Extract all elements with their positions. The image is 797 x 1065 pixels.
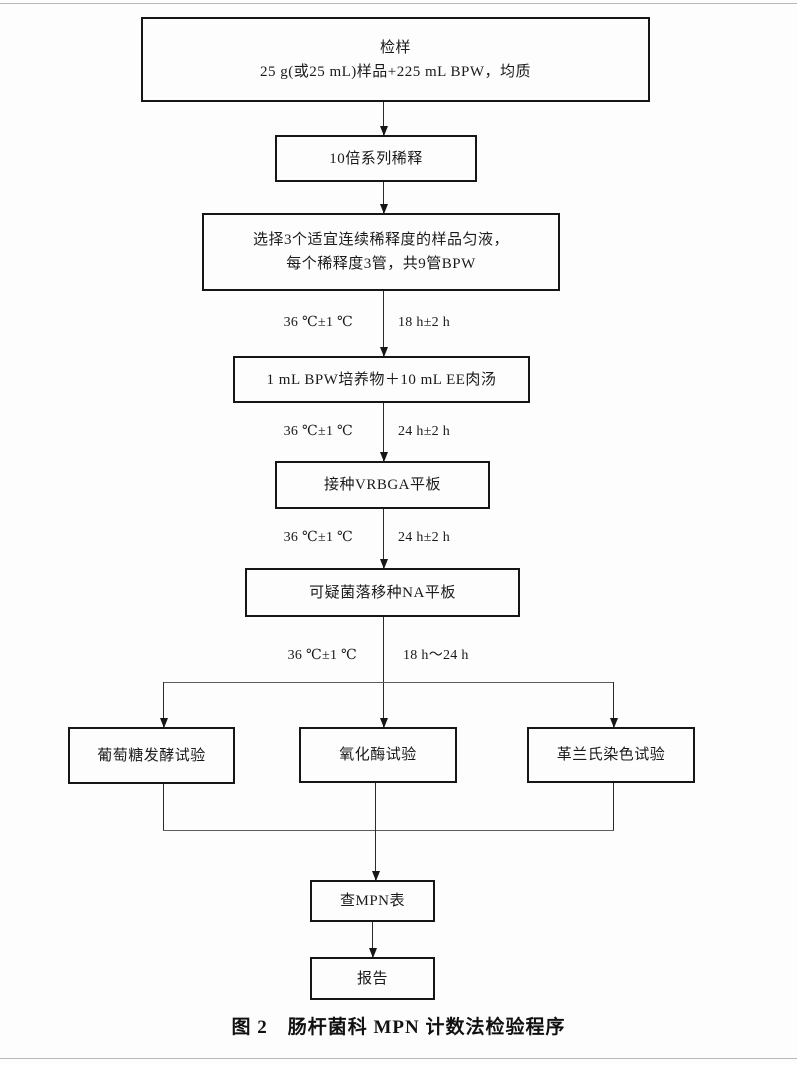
flow-box-select-line2: 每个稀释度3管，共9管BPW: [286, 256, 476, 272]
incubation-time-label-1: 18 h±2 h: [398, 315, 451, 330]
incubation-temp-label-4: 36 ℃±1 ℃: [287, 648, 357, 663]
flow-box-gram-stain-test: 革兰氏染色试验: [527, 727, 695, 783]
flow-box-vrbga-label: 接种VRBGA平板: [323, 477, 441, 493]
incubation-time-label-3: 24 h±2 h: [398, 530, 451, 545]
flow-box-dilution-label: 10倍系列稀释: [329, 150, 423, 167]
incubation-temp-label-1: 36 ℃±1 ℃: [283, 315, 353, 330]
flow-box-enrichment-label: 1 mL BPW培养物＋10 mL EE肉汤: [266, 371, 497, 388]
flow-box-report-label: 报告: [356, 970, 388, 987]
page-top-rule: [0, 3, 797, 4]
flow-box-vrbga: 接种VRBGA平板: [275, 461, 490, 509]
incubation-time-label-4: 18 h～24 h: [403, 648, 469, 663]
flow-box-glucose-test: 葡萄糖发酵试验: [68, 727, 235, 784]
flow-box-select: 选择3个适宜连续稀释度的样品匀液， 每个稀释度3管，共9管BPW: [202, 213, 560, 291]
arrow-vrbga-to-na: [383, 509, 384, 568]
merge-line-left: [163, 784, 164, 830]
flow-box-na-plate: 可疑菌落移种NA平板: [245, 568, 520, 617]
incubation-time-label-2: 24 h±2 h: [398, 424, 451, 439]
flow-box-dilution: 10倍系列稀释: [275, 135, 477, 182]
page-bottom-rule: [0, 1058, 797, 1059]
merge-join-line: [163, 830, 614, 831]
flow-box-gram-stain-test-label: 革兰氏染色试验: [556, 747, 666, 763]
flow-box-enrichment: 1 mL BPW培养物＋10 mL EE肉汤: [233, 356, 530, 403]
flow-box-oxidase-test: 氧化酶试验: [299, 727, 457, 783]
arrow-dilution-to-select: [383, 182, 384, 213]
flow-box-sample: 检样 25 g(或25 mL)样品+225 mL BPW，均质: [141, 17, 650, 102]
merge-line-right: [613, 783, 614, 830]
arrow-sample-to-dilution: [383, 102, 384, 135]
flow-box-na-plate-label: 可疑菌落移种NA平板: [309, 584, 456, 601]
arrow-enrichment-to-vrbga: [383, 403, 384, 461]
arrow-na-to-oxidase: [383, 617, 384, 727]
flow-box-sample-title: 检样: [379, 39, 411, 56]
flow-box-oxidase-test-label: 氧化酶试验: [339, 747, 417, 763]
figure-caption: 图 2 肠杆菌科 MPN 计数法检验程序: [231, 1017, 566, 1038]
arrow-merge-to-mpn: [375, 783, 376, 880]
arrow-mpn-to-report: [372, 922, 373, 957]
flow-box-glucose-test-label: 葡萄糖发酵试验: [97, 747, 206, 764]
flow-box-mpn-table: 查MPN表: [310, 880, 435, 922]
flow-box-mpn-table-label: 查MPN表: [339, 893, 405, 909]
arrow-select-to-enrichment: [383, 291, 384, 356]
flow-box-sample-detail: 25 g(或25 mL)样品+225 mL BPW，均质: [259, 63, 532, 80]
branch-split-line: [163, 682, 614, 683]
flow-box-select-line1: 选择3个适宜连续稀释度的样品匀液，: [252, 232, 509, 248]
arrow-branch-to-gram: [613, 682, 614, 727]
incubation-temp-label-2: 36 ℃±1 ℃: [283, 424, 353, 439]
arrow-branch-to-glucose: [163, 682, 164, 727]
flow-box-report: 报告: [310, 957, 435, 1000]
incubation-temp-label-3: 36 ℃±1 ℃: [283, 530, 353, 545]
